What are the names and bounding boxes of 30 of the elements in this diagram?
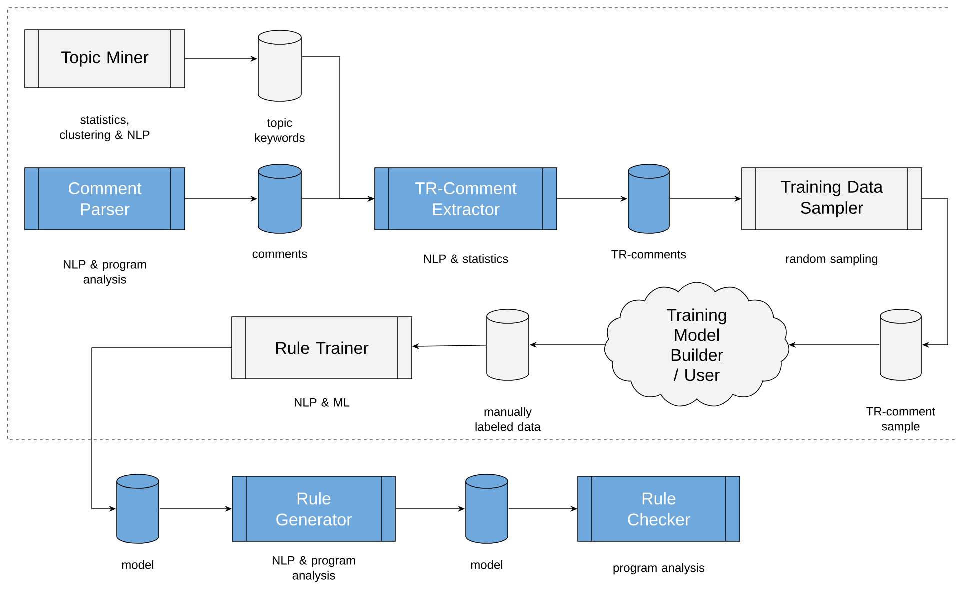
description-text: NLP & statistics (424, 254, 508, 264)
database-cylinder (116, 474, 160, 544)
cylinder-label: model (471, 560, 503, 570)
database-cylinder (628, 164, 670, 234)
arrow (922, 198, 948, 348)
database-cylinder (258, 164, 302, 234)
process-box: TR-Comment Extractor (374, 168, 558, 230)
cylinder-label: TR-comment sample (866, 407, 936, 434)
process-box: Rule Generator (232, 476, 396, 542)
database-cylinder (466, 474, 508, 544)
description-text: random sampling (786, 254, 878, 266)
cylinder-label: comments (252, 250, 308, 258)
process-box: Rule Checker (578, 476, 740, 542)
database-cylinder (486, 309, 530, 381)
description-text: NLP & ML (294, 398, 350, 407)
description-text: NLP & program analysis (64, 260, 146, 286)
cylinder-label: manually labeled data (476, 407, 541, 432)
database-cylinder (880, 309, 922, 381)
description-text: NLP & program analysis (272, 556, 356, 582)
process-box: Rule Trainer (232, 316, 412, 380)
process-box: Topic Miner (24, 30, 186, 88)
description-text: statistics, clustering & NLP (60, 115, 150, 142)
process-box: Comment Parser (24, 168, 186, 230)
process-box: Training Data Sampler (742, 168, 922, 230)
cylinder-label: topic keywords (255, 118, 305, 145)
cylinder-label: TR-comments (612, 250, 686, 259)
cloud: Training Model Builder / User (604, 282, 790, 407)
database-cylinder (258, 30, 302, 102)
cylinder-label: model (122, 560, 154, 570)
description-text: program analysis (614, 563, 705, 575)
